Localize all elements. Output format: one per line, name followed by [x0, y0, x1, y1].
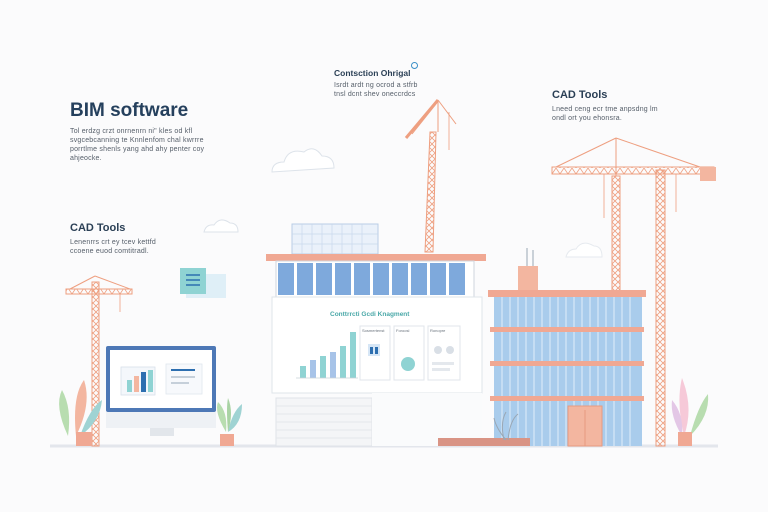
bim-title: BIM software	[70, 100, 189, 121]
crane-left	[65, 275, 133, 447]
plant-right	[671, 378, 709, 446]
center-description: Isrdt ardt ng ocrod a stfrb tnsl dcnt sh…	[334, 82, 418, 98]
right-building	[438, 248, 646, 447]
dashboard-card-1	[359, 325, 391, 381]
dashboard-card-3-label: Ronopre	[430, 328, 446, 333]
cloud-center	[271, 148, 335, 173]
monitor	[106, 346, 216, 436]
document-icon	[180, 268, 226, 298]
crane-center	[404, 99, 457, 253]
crane-right	[551, 137, 716, 447]
dashboard-card-1-label: Sosmertenst	[362, 328, 385, 333]
dashboard-card-2-label: Foroosl	[396, 328, 410, 333]
dashboard-bar-chart	[296, 332, 358, 379]
dashboard-panel	[296, 325, 461, 381]
cad-left-description: Lenenrrs crt ey tcev kettfd ccoene euod …	[70, 239, 156, 255]
dashboard-card-2	[393, 325, 425, 381]
info-dot-icon	[411, 62, 418, 69]
plant-building	[493, 411, 519, 441]
bim-description: Tol erdzg crzt onrnenrn ni" kles od kfl …	[70, 128, 205, 162]
dashboard-title: Conttrrcti Gcdi Knagment	[330, 311, 410, 318]
center-title: Contsction Ohrigal	[334, 68, 411, 78]
cad-left-title: CAD Tools	[70, 222, 126, 234]
cad-right-description: Lneed ceng ecr tme anpsdng lm ondl ort y…	[552, 106, 658, 122]
plant-center	[217, 398, 242, 446]
dashboard-card-3	[427, 325, 461, 381]
cad-right-title: CAD Tools	[552, 89, 608, 101]
cloud-right	[565, 242, 603, 258]
plant-left	[59, 380, 102, 446]
cloud-left	[203, 219, 239, 233]
